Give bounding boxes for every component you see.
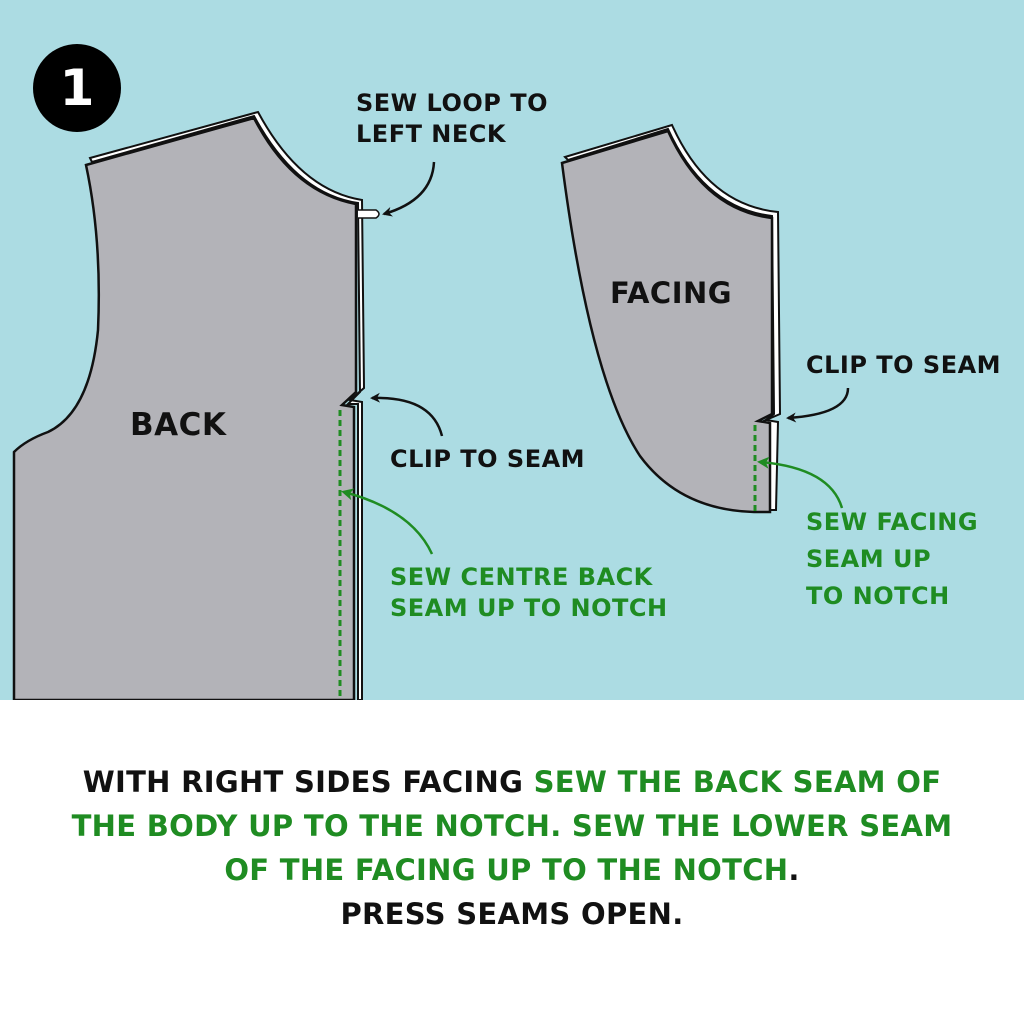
instructions-line-1-green: SEW THE BACK SEAM OF [533,765,942,799]
instructions-line-2: THE BODY UP TO THE NOTCH. SEW THE LOWER … [71,809,953,843]
sew-facing-callout-line3: TO NOTCH [806,582,950,611]
sew-facing-callout-line2: SEAM UP [806,545,932,574]
instructions-line-1: WITH RIGHT SIDES FACING SEW THE BACK SEA… [0,760,1024,804]
step-number-badge: 1 [33,44,121,132]
back-piece [12,110,380,700]
loop-callout-line1: SEW LOOP TO [356,89,548,117]
instructions-line-1-black: WITH RIGHT SIDES FACING [82,765,534,799]
clip-facing-arrow-icon [786,387,850,423]
pattern-diagram [12,110,850,700]
sew-back-callout-line2: SEAM UP TO NOTCH [390,593,668,622]
sew-facing-callout-line1: SEW FACING [806,508,979,536]
sew-back-callout-line1: SEW CENTRE BACK [390,563,653,591]
loop-callout: SEW LOOP TO LEFT NECK [356,88,548,149]
facing-piece [560,123,782,514]
sew-facing-callout: SEW FACING SEAM UP TO NOTCH [806,504,978,616]
instructions-line-4: PRESS SEAMS OPEN. [340,897,684,931]
instructions-line-3: OF THE FACING UP TO THE NOTCH. [0,848,1024,892]
sew-facing-arrow-icon [757,456,844,509]
instructions-line-3-black: . [788,853,800,887]
illustration-panel: 1 BACK FACING SEW LOOP TO LEFT NECK CLIP… [0,0,1024,700]
loop-callout-line2: LEFT NECK [356,119,506,148]
clip-back-arrow-icon [370,392,444,437]
sew-back-callout: SEW CENTRE BACK SEAM UP TO NOTCH [390,562,668,623]
clip-facing-callout: CLIP TO SEAM [806,351,1002,379]
back-piece-label: BACK [130,407,227,443]
instructions-line-3-green: OF THE FACING UP TO THE NOTCH [224,853,789,887]
instructions-text: WITH RIGHT SIDES FACING SEW THE BACK SEA… [0,760,1024,936]
sew-back-arrow-icon [341,488,434,555]
facing-piece-label: FACING [610,276,733,310]
loop-arrow-icon [382,161,436,217]
clip-back-callout: CLIP TO SEAM [390,445,586,473]
